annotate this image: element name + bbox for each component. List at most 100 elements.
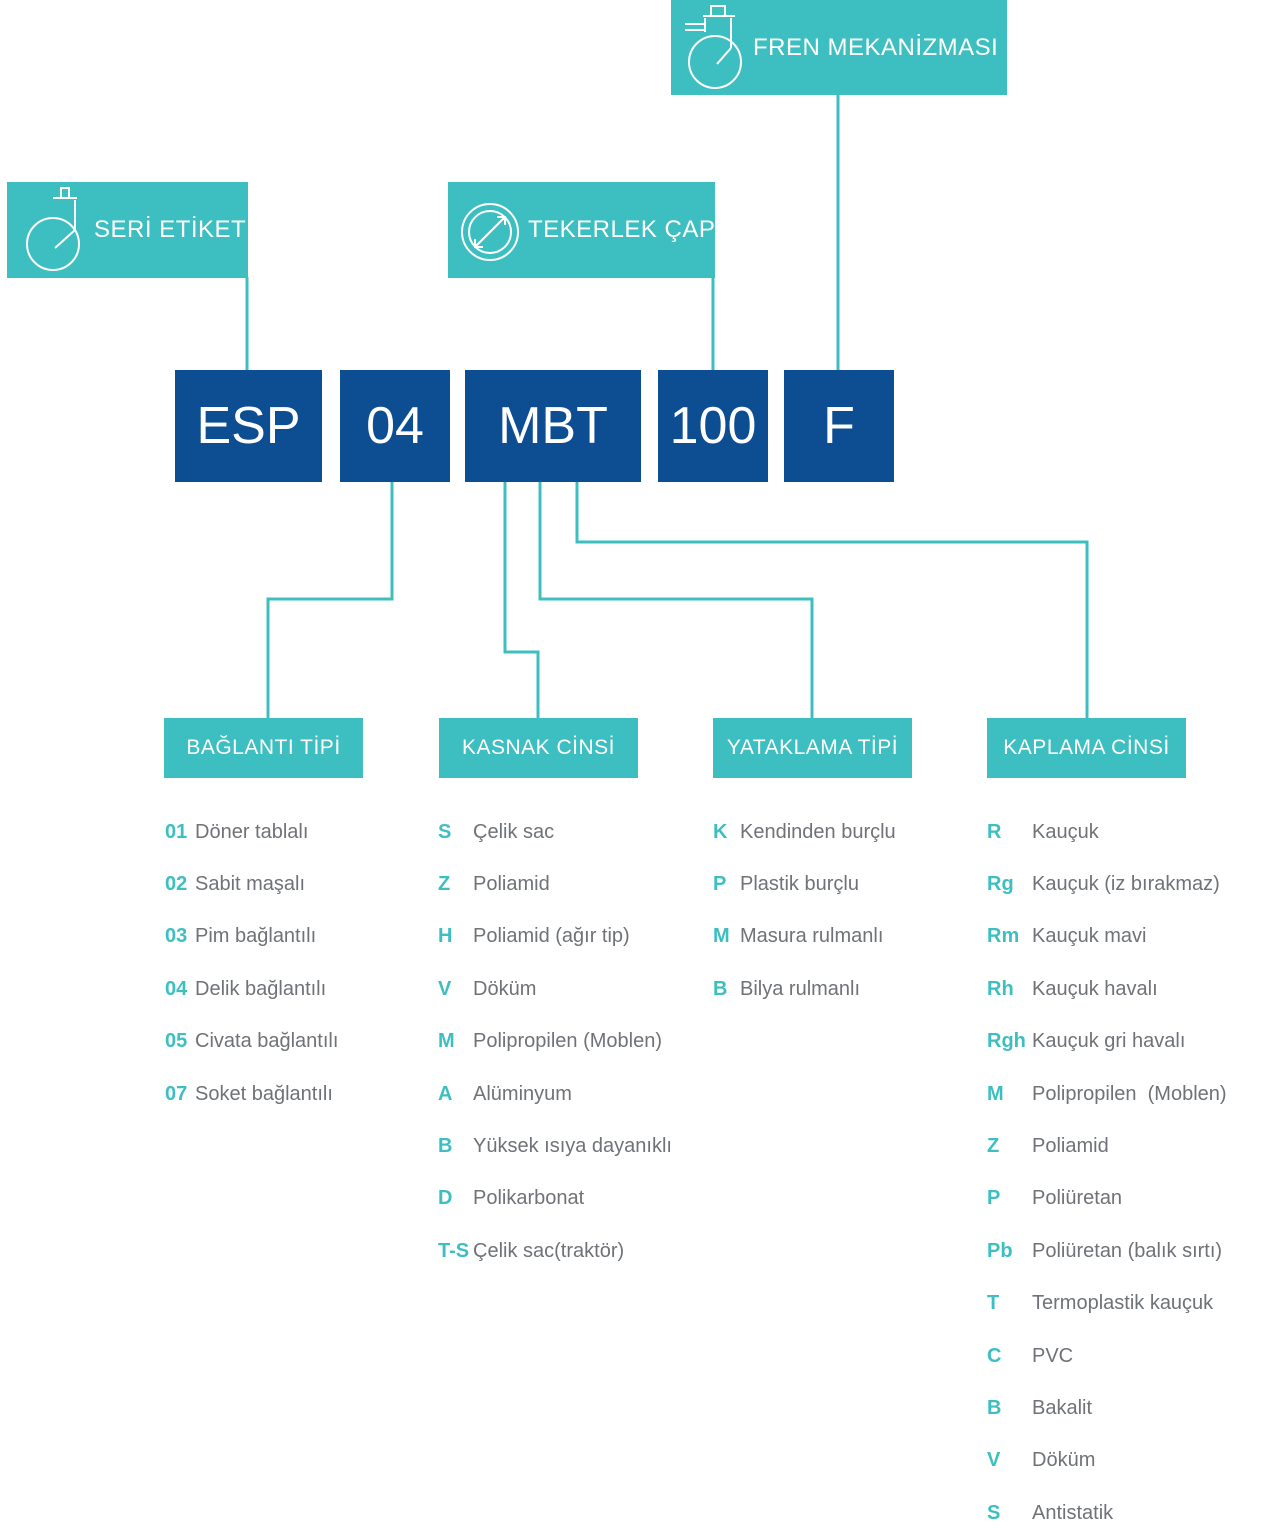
item-text: Antistatik [1032, 1501, 1114, 1524]
list-item: 02 Sabit maşalı [165, 858, 338, 910]
list-item: P Plastik burçlu [713, 858, 896, 910]
item-text: Poliüretan [1032, 1187, 1123, 1210]
list-item: 03 Pim bağlantılı [165, 911, 338, 963]
list-item: B Bilya rulmanlı [713, 963, 896, 1015]
item-text: Kauçuk havalı [1032, 977, 1158, 1000]
item-code: A [438, 1082, 453, 1105]
item-code: H [438, 925, 453, 948]
list-item: Pb Poliüretan (balık sırtı) [987, 1225, 1227, 1277]
item-text: Soket bağlantılı [195, 1082, 333, 1105]
item-text: Döküm [1032, 1449, 1096, 1472]
code-brake: F [784, 370, 894, 482]
connector-kasnak [503, 480, 540, 720]
connector-baglanti [266, 480, 394, 720]
item-text: Kendinden burçlu [740, 820, 896, 843]
item-code: Rgh [987, 1030, 1026, 1053]
connector-kaplama [575, 480, 1089, 720]
tekerlek-capi-label: TEKERLEK ÇAPI [448, 182, 722, 278]
item-text: Polipropilen (Moblen) [473, 1030, 662, 1053]
caster-wheel-icon [685, 5, 742, 89]
fren-mekanizmasi-label: FREN MEKANİZMASI [671, 0, 1007, 95]
item-text: Kauçuk mavi [1032, 925, 1147, 948]
item-text: Termoplastik kauçuk [1032, 1292, 1214, 1315]
item-text: Çelik sac(traktör) [473, 1239, 625, 1262]
item-text: Döner tablalı [195, 820, 309, 843]
item-code: B [987, 1396, 1002, 1419]
kasnak-cinsi-header: KASNAK CİNSİ [439, 718, 638, 778]
tekerlek-capi-text: TEKERLEK ÇAPI [528, 216, 723, 243]
item-text: Masura rulmanlı [740, 925, 884, 948]
list-item: P Poliüretan [987, 1173, 1227, 1225]
item-code: D [438, 1187, 453, 1210]
code-connection: 04 [340, 370, 450, 482]
yataklama-tipi-header: YATAKLAMA TİPİ [713, 718, 912, 778]
item-code: T [987, 1292, 1000, 1315]
baglanti-tipi-list: 01 Döner tablalı 02 Sabit maşalı 03 Pim bağ… [165, 806, 338, 1120]
item-text: Yüksek ısıya dayanıklı [473, 1135, 672, 1158]
item-text: Kauçuk [1032, 820, 1099, 843]
list-item: 04 Delik bağlantılı [165, 963, 338, 1015]
item-code: V [438, 977, 452, 1000]
item-code: B [713, 977, 728, 1000]
item-text: Kauçuk (iz bırakmaz) [1032, 873, 1220, 896]
caster-wheel-icon [26, 187, 80, 271]
kaplama-cinsi-header: KAPLAMA CİNSİ [987, 718, 1186, 778]
item-code: C [987, 1344, 1002, 1367]
list-item: M Masura rulmanlı [713, 911, 896, 963]
item-text: Bakalit [1032, 1396, 1093, 1419]
code-diameter: 100 [658, 370, 768, 482]
list-item: C PVC [987, 1330, 1227, 1382]
item-code: S [987, 1501, 1001, 1524]
item-code: 02 [165, 873, 188, 896]
list-item: 01 Döner tablalı [165, 806, 338, 858]
item-code: P [713, 873, 727, 896]
list-item: R Kauçuk [987, 806, 1227, 858]
item-text: PVC [1032, 1344, 1074, 1367]
item-text: Sabit maşalı [195, 873, 306, 896]
code-materials: MBT [465, 370, 641, 482]
list-item: S Antistatik [987, 1487, 1227, 1539]
item-code: 03 [165, 925, 188, 948]
list-item: A Alüminyum [438, 1068, 672, 1120]
item-text: Delik bağlantılı [195, 977, 327, 1000]
item-text: Döküm [473, 977, 537, 1000]
item-text: Poliüretan (balık sırtı) [1032, 1239, 1223, 1262]
item-text: Alüminyum [473, 1082, 572, 1105]
item-text: Bilya rulmanlı [740, 977, 861, 1000]
list-item: H Poliamid (ağır tip) [438, 911, 672, 963]
item-code: 01 [165, 820, 188, 843]
item-code: 04 [165, 977, 188, 1000]
item-text: Poliamid (ağır tip) [473, 925, 630, 948]
seri-etiketi-label: SERİ ETİKETİ [7, 182, 253, 278]
item-code: R [987, 820, 1002, 843]
item-code: P [987, 1187, 1001, 1210]
item-code: Pb [987, 1239, 1013, 1262]
baglanti-tipi-header: BAĞLANTI TİPİ [164, 718, 363, 778]
item-code: M [713, 925, 730, 948]
connector-yataklama [538, 480, 814, 720]
item-code: V [987, 1449, 1001, 1472]
fren-mekanizmasi-text: FREN MEKANİZMASI [753, 33, 999, 61]
item-text: Plastik burçlu [740, 873, 859, 896]
item-code: Z [438, 873, 451, 896]
item-text: Polipropilen (Moblen) [1032, 1082, 1227, 1105]
item-text: Polikarbonat [473, 1187, 585, 1210]
item-text: Pim bağlantılı [195, 925, 317, 948]
list-item: V Döküm [987, 1435, 1227, 1487]
item-code: Rg [987, 873, 1014, 896]
list-item: B Bakalit [987, 1382, 1227, 1434]
diameter-icon [461, 203, 519, 261]
item-text: Çelik sac [473, 820, 555, 843]
seri-etiketi-text: SERİ ETİKETİ [94, 216, 254, 243]
